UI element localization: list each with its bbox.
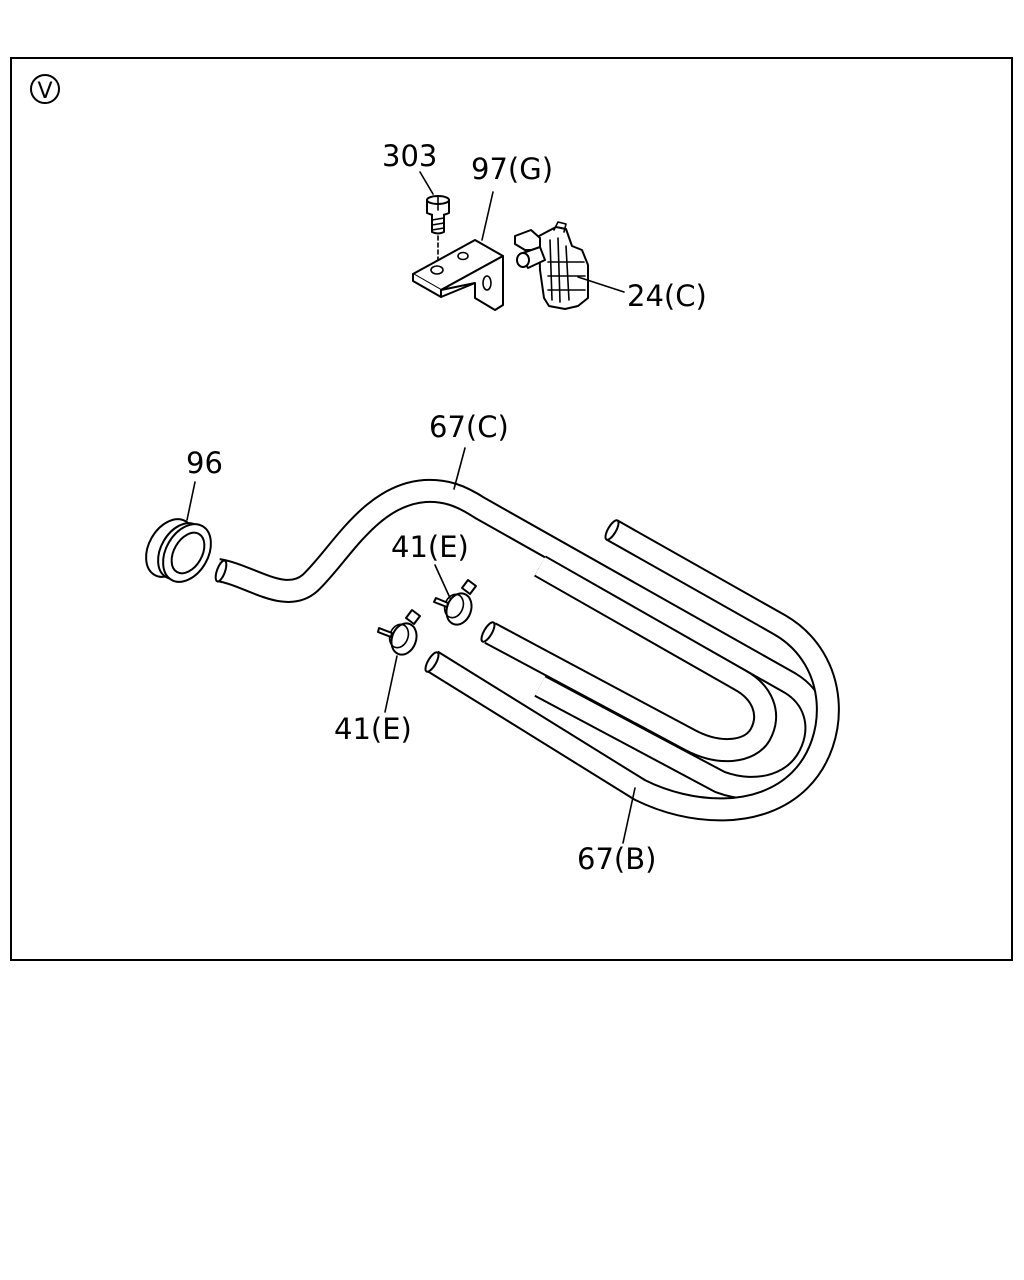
callout-hose-b: 67(B) bbox=[577, 842, 656, 876]
bolt-303 bbox=[426, 195, 450, 263]
view-marker: V bbox=[30, 74, 60, 104]
clamp-lower bbox=[377, 609, 421, 656]
leader-lines bbox=[186, 171, 636, 844]
view-marker-letter: V bbox=[37, 79, 52, 104]
callout-labels: 303 97(G) 24(C) 96 67(C) 41(E) 41(E) 67(… bbox=[186, 139, 707, 876]
callout-connector: 24(C) bbox=[627, 279, 707, 313]
callout-grommet: 96 bbox=[186, 446, 223, 480]
connector-24c bbox=[514, 221, 589, 310]
callout-bolt: 303 bbox=[382, 139, 437, 173]
grommet-96 bbox=[145, 518, 212, 583]
hose-67b bbox=[425, 519, 840, 822]
callout-clamp-lower: 41(E) bbox=[334, 712, 412, 746]
bracket-97g bbox=[412, 239, 504, 311]
callout-bracket: 97(G) bbox=[471, 152, 553, 186]
callout-clamp-upper: 41(E) bbox=[391, 530, 469, 564]
callout-hose-c: 67(C) bbox=[429, 410, 509, 444]
clamp-upper bbox=[433, 579, 477, 626]
diagram-frame bbox=[10, 57, 1013, 961]
hose-ends bbox=[424, 555, 778, 763]
